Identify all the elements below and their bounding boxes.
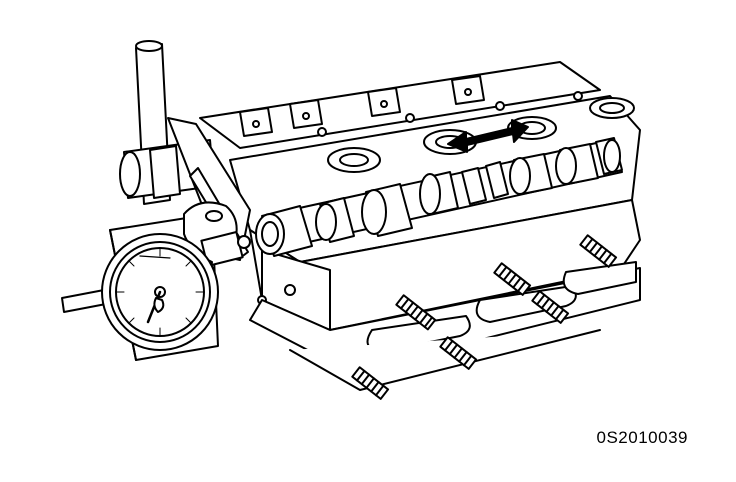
- dial-ticks: [115, 247, 205, 337]
- dial-indicator: [61, 201, 251, 351]
- camshaft: [255, 137, 623, 257]
- exhaust-studs: [351, 234, 618, 400]
- double-headed-arrow-icon: [447, 119, 529, 153]
- figure-code: 0S2010039: [596, 428, 688, 447]
